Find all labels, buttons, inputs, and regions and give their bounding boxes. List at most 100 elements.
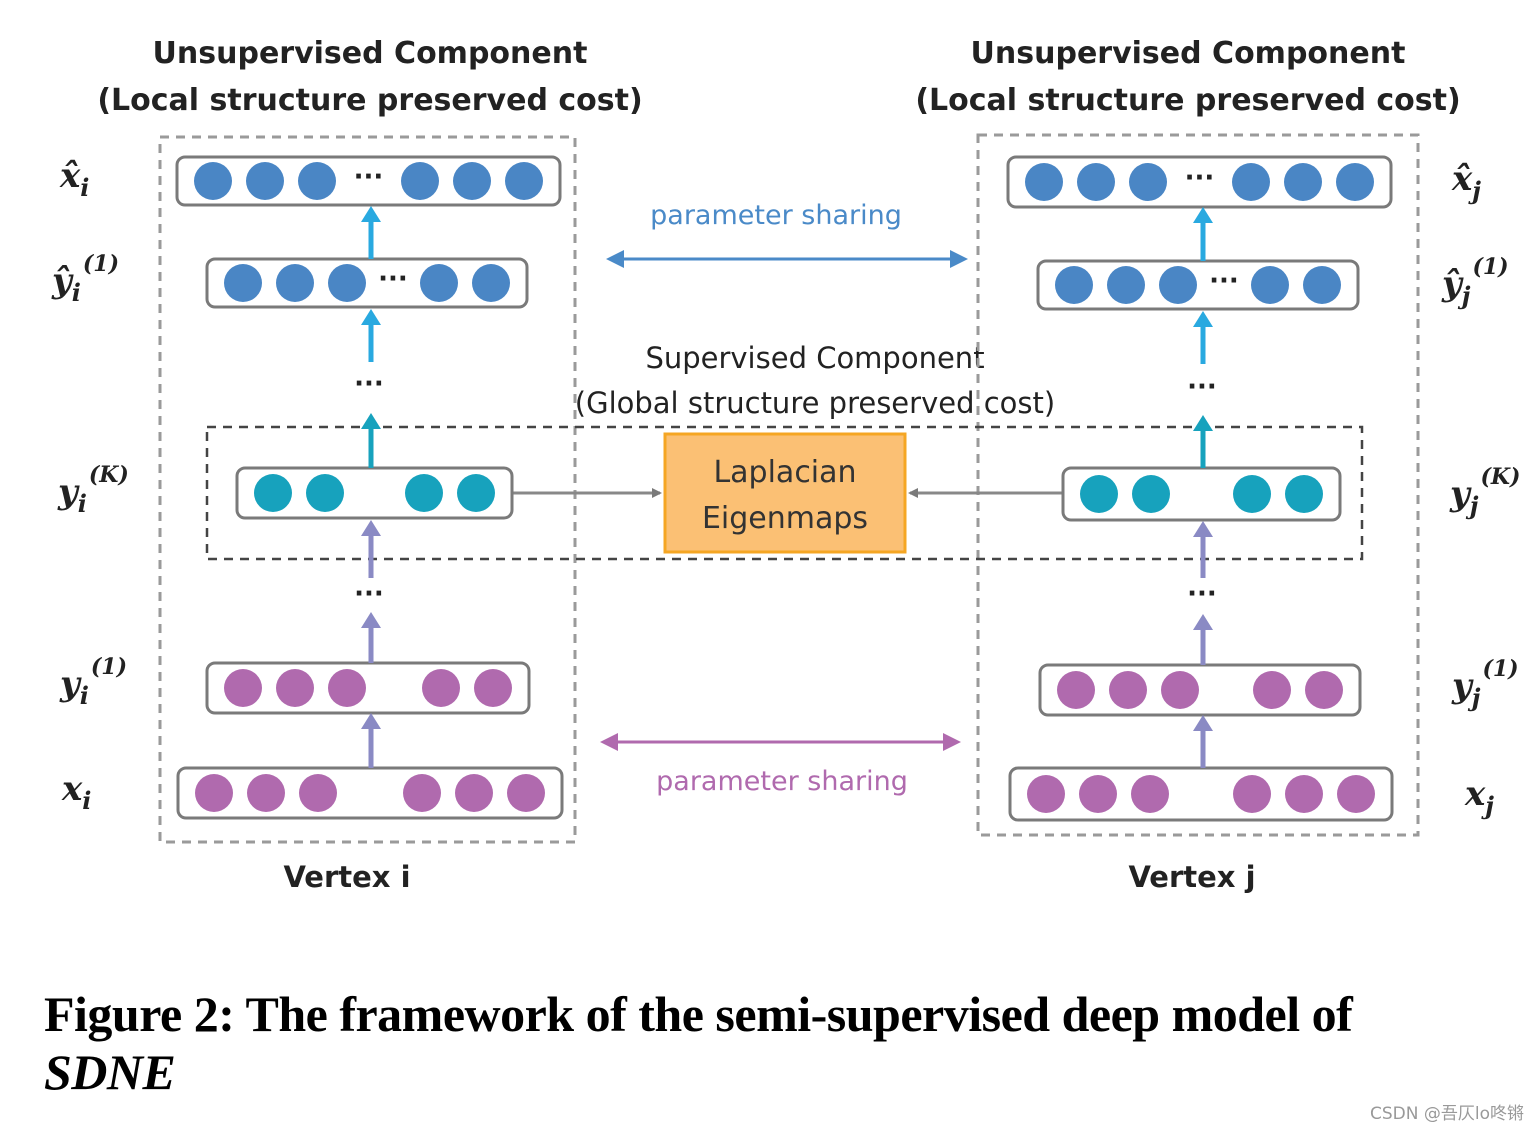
neuron-node (1233, 475, 1271, 513)
neuron-node (455, 774, 493, 812)
neuron-node (247, 774, 285, 812)
right-header-subtitle: (Local structure preserved cost) (915, 83, 1460, 118)
neuron-node (1159, 266, 1197, 304)
arrow-up-head-icon (1193, 415, 1213, 431)
neuron-node (403, 774, 441, 812)
layer-box (176, 766, 564, 820)
watermark: CSDN @吾仄lo咚锵 (1370, 1104, 1524, 1124)
vertex-j-lower-ellipsis: ··· (1187, 579, 1217, 609)
parameter-sharing-top: parameter sharing (606, 200, 968, 268)
caption-text: Figure 2: The framework of the semi-supe… (44, 986, 1353, 1042)
layer-label-y-K: yj(K) (1449, 464, 1520, 520)
layer-label-y-1: yj(1) (1451, 656, 1519, 712)
vertex-j-layer-y-1 (1038, 663, 1362, 717)
arrow-right-head-icon (950, 250, 968, 268)
neuron-node (1129, 163, 1167, 201)
arrow-right-head-icon (943, 733, 961, 751)
layer-label-y-1: yi(1) (59, 654, 127, 710)
neuron-node (1305, 671, 1343, 709)
vertex-i-layer-y-hat-1: ··· (205, 257, 529, 309)
neuron-node (1055, 266, 1093, 304)
vertex-i-layer-labels: x̂iŷi(1)yi(K)yi(1)xi (51, 156, 129, 815)
neuron-node (1232, 163, 1270, 201)
neuron-node (1303, 266, 1341, 304)
vertex-j-layer-x-hat: ··· (1006, 155, 1393, 209)
neuron-node (1285, 475, 1323, 513)
caption-emphasis: SDNE (44, 1044, 176, 1100)
neuron-node (1025, 163, 1063, 201)
arrow-up-head-icon (1193, 311, 1213, 327)
neuron-node (422, 669, 460, 707)
laplacian-line1: Laplacian (713, 455, 856, 490)
figure-caption: Figure 2: The framework of the semi-supe… (44, 985, 1514, 1101)
neuron-node (457, 474, 495, 512)
neuron-node (420, 264, 458, 302)
neuron-node (1080, 475, 1118, 513)
neuron-node (246, 162, 284, 200)
neuron-node (1336, 163, 1374, 201)
vertex-i-lower-ellipsis: ··· (354, 579, 384, 609)
neuron-node (453, 162, 491, 200)
arrow-up-head-icon (1193, 715, 1213, 731)
neuron-node (505, 162, 543, 200)
right-header-title: Unsupervised Component (971, 36, 1406, 71)
vertex-j-label: Vertex j (1128, 860, 1255, 894)
layer-box (1008, 766, 1394, 822)
neuron-node (472, 264, 510, 302)
neuron-node (1109, 671, 1147, 709)
vertex-j-layer-y-K (1061, 466, 1342, 522)
laplacian-line2: Eigenmaps (702, 501, 868, 536)
neuron-node (1253, 671, 1291, 709)
layer-label-y-hat-1: ŷj(1) (1441, 254, 1509, 310)
neuron-node (1131, 775, 1169, 813)
parameter-sharing-bottom-label: parameter sharing (656, 766, 908, 797)
vertex-j-layer-labels: x̂jŷj(1)yj(K)yj(1)xj (1441, 159, 1520, 820)
arrow-up-head-icon (361, 612, 381, 628)
neuron-node (401, 162, 439, 200)
neuron-node (1107, 266, 1145, 304)
vertex-i-layer-x (176, 766, 564, 820)
supervised-header-title: Supervised Component (645, 341, 984, 375)
neuron-node (276, 264, 314, 302)
vertex-j-layer-y-hat-1: ··· (1036, 259, 1360, 311)
neuron-node (1079, 775, 1117, 813)
vertex-i-layers: ··· ··· (175, 155, 564, 820)
laplacian-eigenmaps-box: Laplacian Eigenmaps (663, 432, 907, 554)
layer-label-x: xj (1464, 774, 1494, 820)
neuron-node (1132, 475, 1170, 513)
vertex-j-layer-x (1008, 766, 1394, 822)
arrow-up-head-icon (361, 413, 381, 429)
neuron-node (328, 669, 366, 707)
vertex-i-label: Vertex i (283, 860, 410, 894)
neuron-node (1337, 775, 1375, 813)
supervised-boundary (205, 425, 1364, 561)
neuron-node (194, 162, 232, 200)
arrow-up-head-icon (1193, 521, 1213, 537)
neuron-node (1027, 775, 1065, 813)
neuron-node (474, 669, 512, 707)
layer-ellipsis: ··· (1209, 266, 1239, 296)
layer-label-y-hat-1: ŷi(1) (51, 251, 119, 307)
neuron-node (224, 264, 262, 302)
neuron-node (195, 774, 233, 812)
neuron-node (1284, 163, 1322, 201)
arrow-left-head-icon (600, 733, 618, 751)
arrow-up-head-icon (361, 520, 381, 536)
supervised-header: Supervised Component (Global structure p… (575, 341, 1055, 420)
left-header-title: Unsupervised Component (153, 36, 588, 71)
supervised-header-subtitle: (Global structure preserved cost) (575, 386, 1055, 420)
layer-label-x: xi (61, 769, 91, 815)
vertex-j-arrows (1193, 207, 1213, 768)
neuron-node (1161, 671, 1199, 709)
arrow-up-head-icon (1193, 207, 1213, 223)
right-unsupervised-header: Unsupervised Component (Local structure … (915, 36, 1460, 118)
layer-label-x-hat: x̂i (59, 156, 89, 202)
neuron-node (1251, 266, 1289, 304)
left-unsupervised-header: Unsupervised Component (Local structure … (97, 36, 642, 118)
laplacian-box-rect (663, 432, 907, 554)
vertex-j-unsupervised-boundary (976, 133, 1420, 837)
left-header-subtitle: (Local structure preserved cost) (97, 83, 642, 118)
vertex-i-arrows (361, 206, 381, 768)
vertex-i-layer-x-hat: ··· (175, 155, 562, 207)
neuron-node (276, 669, 314, 707)
